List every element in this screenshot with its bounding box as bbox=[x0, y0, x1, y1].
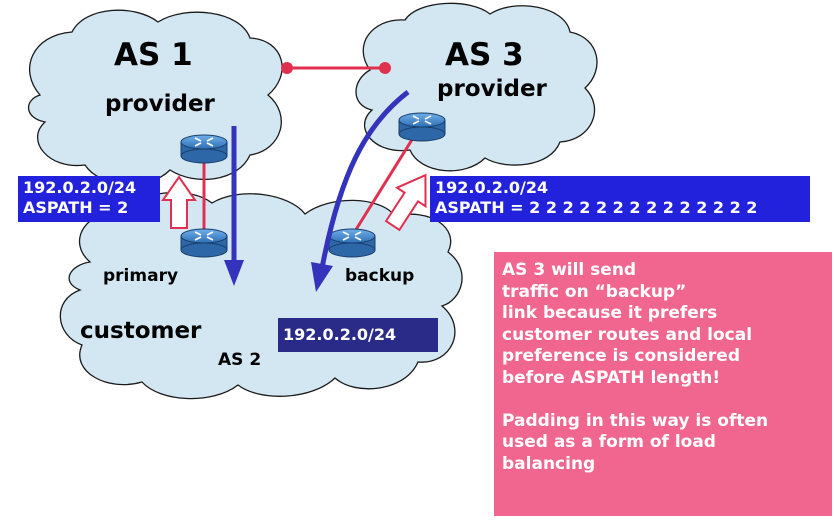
announce-arrow-as3 bbox=[384, 173, 427, 232]
note-line: traffic on “backup” bbox=[502, 281, 687, 302]
peering-endpoint bbox=[379, 62, 391, 74]
as1-route-announcement: 192.0.2.0/24 ASPATH = 2 bbox=[18, 176, 160, 222]
arrowhead bbox=[224, 260, 244, 286]
as1-name: AS 1 bbox=[114, 37, 193, 73]
router-icon bbox=[180, 134, 228, 164]
customer-prefix-box: 192.0.2.0/24 bbox=[278, 318, 438, 352]
as1-route-aspath: ASPATH = 2 bbox=[23, 198, 129, 217]
router-icon bbox=[398, 112, 446, 142]
note-line: AS 3 will send bbox=[502, 260, 637, 280]
note-line: preference is considered bbox=[502, 346, 740, 367]
traffic-arrow-backup bbox=[319, 90, 410, 269]
note-line: Padding in this way is often bbox=[502, 410, 769, 431]
as3-route-prefix: 192.0.2.0/24 bbox=[435, 178, 549, 197]
as1-role: provider bbox=[105, 91, 215, 117]
as3-route-aspath: ASPATH = 2 2 2 2 2 2 2 2 2 2 2 2 2 2 bbox=[435, 198, 758, 217]
note-line: used as a form of load bbox=[502, 432, 716, 453]
backup-link bbox=[350, 129, 420, 237]
as3-route-announcement: 192.0.2.0/24 ASPATH = 2 2 2 2 2 2 2 2 2 … bbox=[430, 176, 810, 222]
router-icon bbox=[180, 228, 228, 258]
customer-label: customer bbox=[80, 318, 202, 344]
note-line: before ASPATH length! bbox=[502, 367, 721, 388]
as3-name: AS 3 bbox=[445, 37, 524, 73]
as2-label: AS 2 bbox=[218, 350, 262, 370]
peering-endpoint bbox=[281, 62, 293, 74]
as3-role: provider bbox=[437, 76, 547, 102]
note-line: link because it prefers bbox=[502, 303, 718, 324]
primary-label: primary bbox=[103, 266, 179, 286]
as1-route-prefix: 192.0.2.0/24 bbox=[23, 178, 137, 197]
router-icon bbox=[328, 228, 376, 258]
explanation-note: AS 3 will send traffic on “backup” link … bbox=[494, 252, 832, 516]
announce-arrow-as1 bbox=[161, 175, 197, 229]
note-line: balancing bbox=[502, 453, 596, 474]
arrowhead bbox=[311, 262, 333, 292]
backup-label: backup bbox=[345, 266, 415, 286]
note-line: customer routes and local bbox=[502, 324, 753, 345]
